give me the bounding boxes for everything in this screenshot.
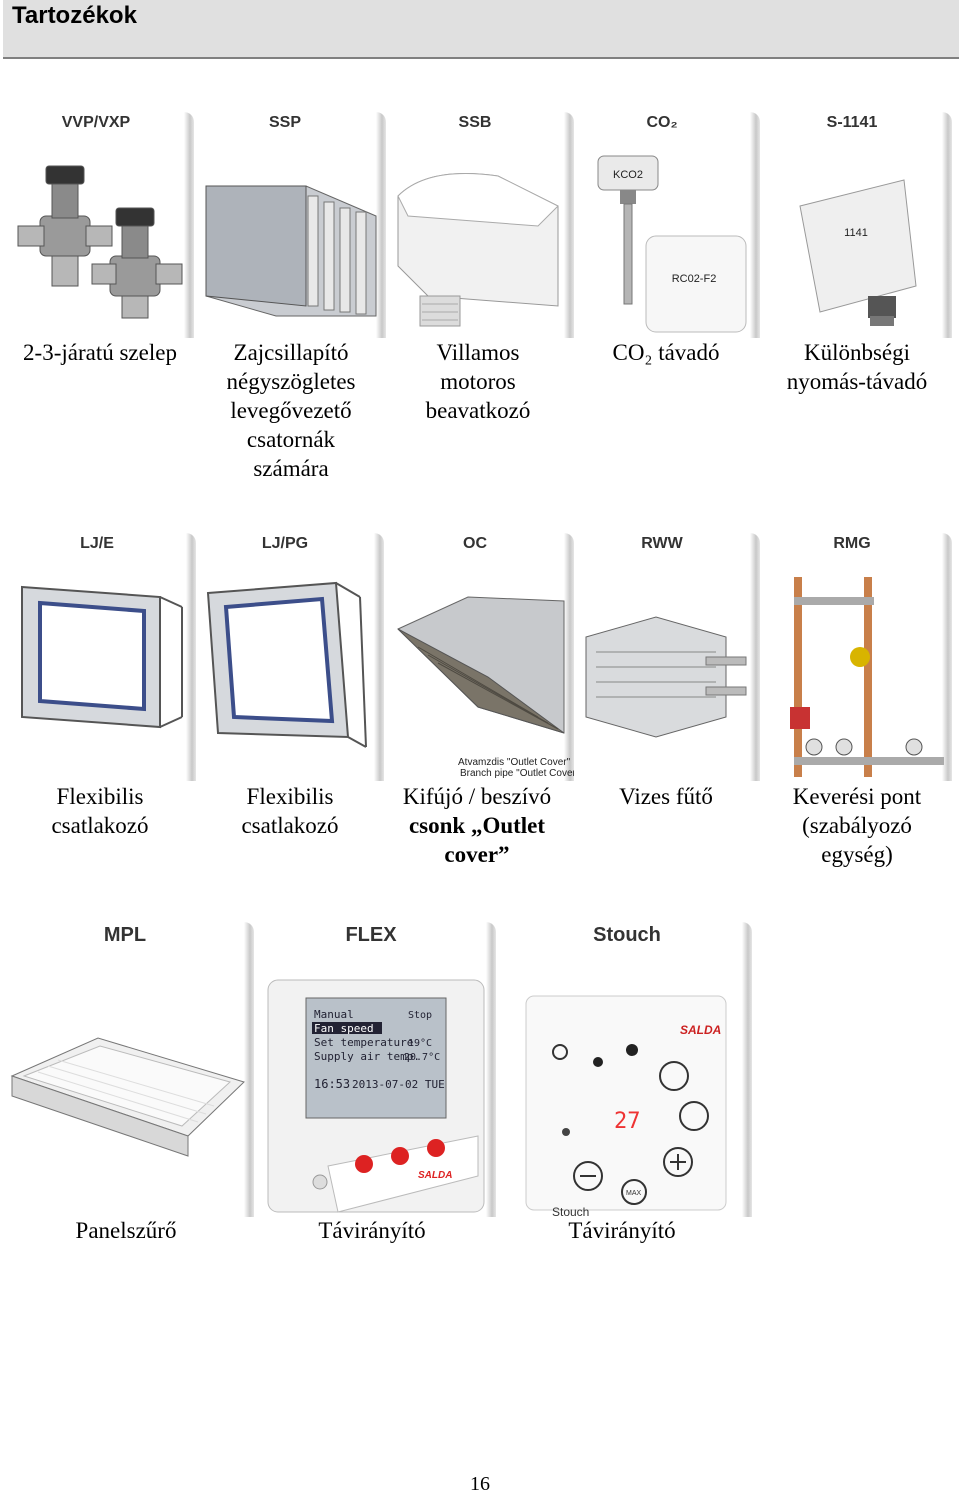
product-code: Stouch bbox=[593, 924, 661, 946]
product-code: VVP/VXP bbox=[61, 114, 131, 131]
lcd-set-temp: 19°C bbox=[408, 1038, 432, 1049]
sensor-label-rc02: RC02-F2 bbox=[672, 273, 717, 285]
product-card-rmg: RMG bbox=[764, 533, 952, 781]
valve-icon bbox=[17, 165, 183, 319]
button-icon bbox=[391, 1147, 409, 1165]
device-label-1141: 1141 bbox=[844, 227, 868, 239]
outlet-caption-2: Branch pipe "Outlet Cover" bbox=[460, 768, 574, 779]
minus-icon bbox=[573, 1161, 603, 1191]
lcd-clock: 16:53 bbox=[314, 1077, 350, 1091]
section-header: Tartozékok bbox=[3, 0, 959, 59]
panel-filter-icon bbox=[10, 1037, 245, 1157]
product-card-oc: OC Atvamzdis "Outlet Cover" Branch pipe … bbox=[388, 533, 574, 781]
outlet-caption-1: Atvamzdis "Outlet Cover" bbox=[458, 757, 571, 768]
product-code: RMG bbox=[833, 535, 871, 552]
mixing-unit-icon bbox=[790, 577, 944, 777]
lcd-date: 2013-07-02 TUE bbox=[352, 1078, 445, 1091]
water-heater-icon bbox=[585, 616, 747, 738]
lcd-line-1: Manual bbox=[314, 1008, 354, 1021]
co2-sensor-icon: KCO2 RC02-F2 bbox=[597, 155, 747, 333]
product-card-s1141: S-1141 1141 bbox=[764, 112, 952, 338]
fan-icon bbox=[659, 1061, 689, 1091]
silencer-icon bbox=[205, 185, 377, 317]
product-card-lj-e: LJ/E bbox=[10, 533, 196, 781]
lcd-line-2: Fan speed bbox=[314, 1022, 374, 1035]
lcd-stop: Stop bbox=[408, 1010, 432, 1021]
max-icon bbox=[621, 1179, 647, 1205]
product-card-stouch: Stouch SALDA 27 MAX Stouch bbox=[514, 922, 752, 1217]
page-number: 16 bbox=[470, 1473, 490, 1495]
product-code: OC bbox=[463, 535, 487, 552]
lcd-line-3: Set temperature bbox=[314, 1036, 413, 1049]
max-label: MAX bbox=[626, 1190, 642, 1197]
product-code: S-1141 bbox=[826, 114, 878, 131]
section-title: Tartozékok bbox=[12, 2, 137, 29]
product-code: SSP bbox=[268, 114, 301, 131]
button-icon bbox=[355, 1155, 373, 1173]
outlet-cover-icon: Atvamzdis "Outlet Cover" Branch pipe "Ou… bbox=[397, 596, 574, 779]
product-card-ssb: SSB bbox=[388, 112, 574, 338]
brand-logo: SALDA bbox=[418, 1170, 452, 1181]
button-icon bbox=[427, 1139, 445, 1157]
product-code: MPL bbox=[103, 924, 147, 946]
product-label: Kifújó / beszívó csonk „Outlet cover” bbox=[402, 784, 552, 867]
product-code: RWW bbox=[641, 535, 683, 552]
temperature-display: 27 bbox=[614, 1109, 641, 1134]
product-card-co2: CO₂ KCO2 RC02-F2 bbox=[576, 112, 760, 338]
product-label: CO₂ távadó bbox=[612, 340, 720, 365]
product-code: CO₂ bbox=[646, 114, 678, 131]
product-card-ssp: SSP bbox=[196, 112, 386, 338]
actuator-icon bbox=[397, 173, 559, 327]
product-code: FLEX bbox=[345, 924, 397, 946]
product-label: Panelszűrő bbox=[75, 1218, 177, 1243]
lcd-line-4: Supply air temp. bbox=[314, 1050, 420, 1063]
product-card-flex: FLEX Manual Fan speed Set temperature Su… bbox=[258, 922, 496, 1217]
stouch-remote-icon: SALDA 27 MAX Stouch bbox=[525, 995, 727, 1216]
product-label: Vizes fűtő bbox=[619, 784, 713, 809]
product-card-rww: RWW bbox=[576, 533, 760, 781]
stouch-logo: Stouch bbox=[552, 1205, 589, 1216]
flex-remote-icon: Manual Fan speed Set temperature Supply … bbox=[267, 979, 485, 1213]
product-label: 2-3-járatú szelep bbox=[23, 340, 177, 365]
thermometer-icon bbox=[679, 1101, 709, 1131]
brand-logo: SALDA bbox=[680, 1023, 721, 1037]
product-card-vvp-vxp: VVP/VXP bbox=[10, 112, 194, 338]
plus-icon bbox=[663, 1147, 693, 1177]
power-icon bbox=[552, 1044, 568, 1060]
pressure-transmitter-icon: 1141 bbox=[799, 179, 917, 326]
product-code: LJ/PG bbox=[261, 535, 309, 552]
product-code: LJ/E bbox=[80, 535, 114, 552]
product-card-lj-pg: LJ/PG bbox=[198, 533, 384, 781]
product-card-mpl: MPL bbox=[8, 922, 254, 1217]
product-code: SSB bbox=[458, 114, 492, 131]
flex-connector-icon bbox=[206, 581, 367, 748]
product-label: Távirányító bbox=[568, 1218, 676, 1243]
product-label: Távirányító bbox=[318, 1218, 426, 1243]
sensor-label-kco2: KCO2 bbox=[613, 169, 643, 181]
flex-connector-icon bbox=[21, 585, 183, 729]
lcd-supply-temp: 20.7°C bbox=[404, 1052, 440, 1063]
